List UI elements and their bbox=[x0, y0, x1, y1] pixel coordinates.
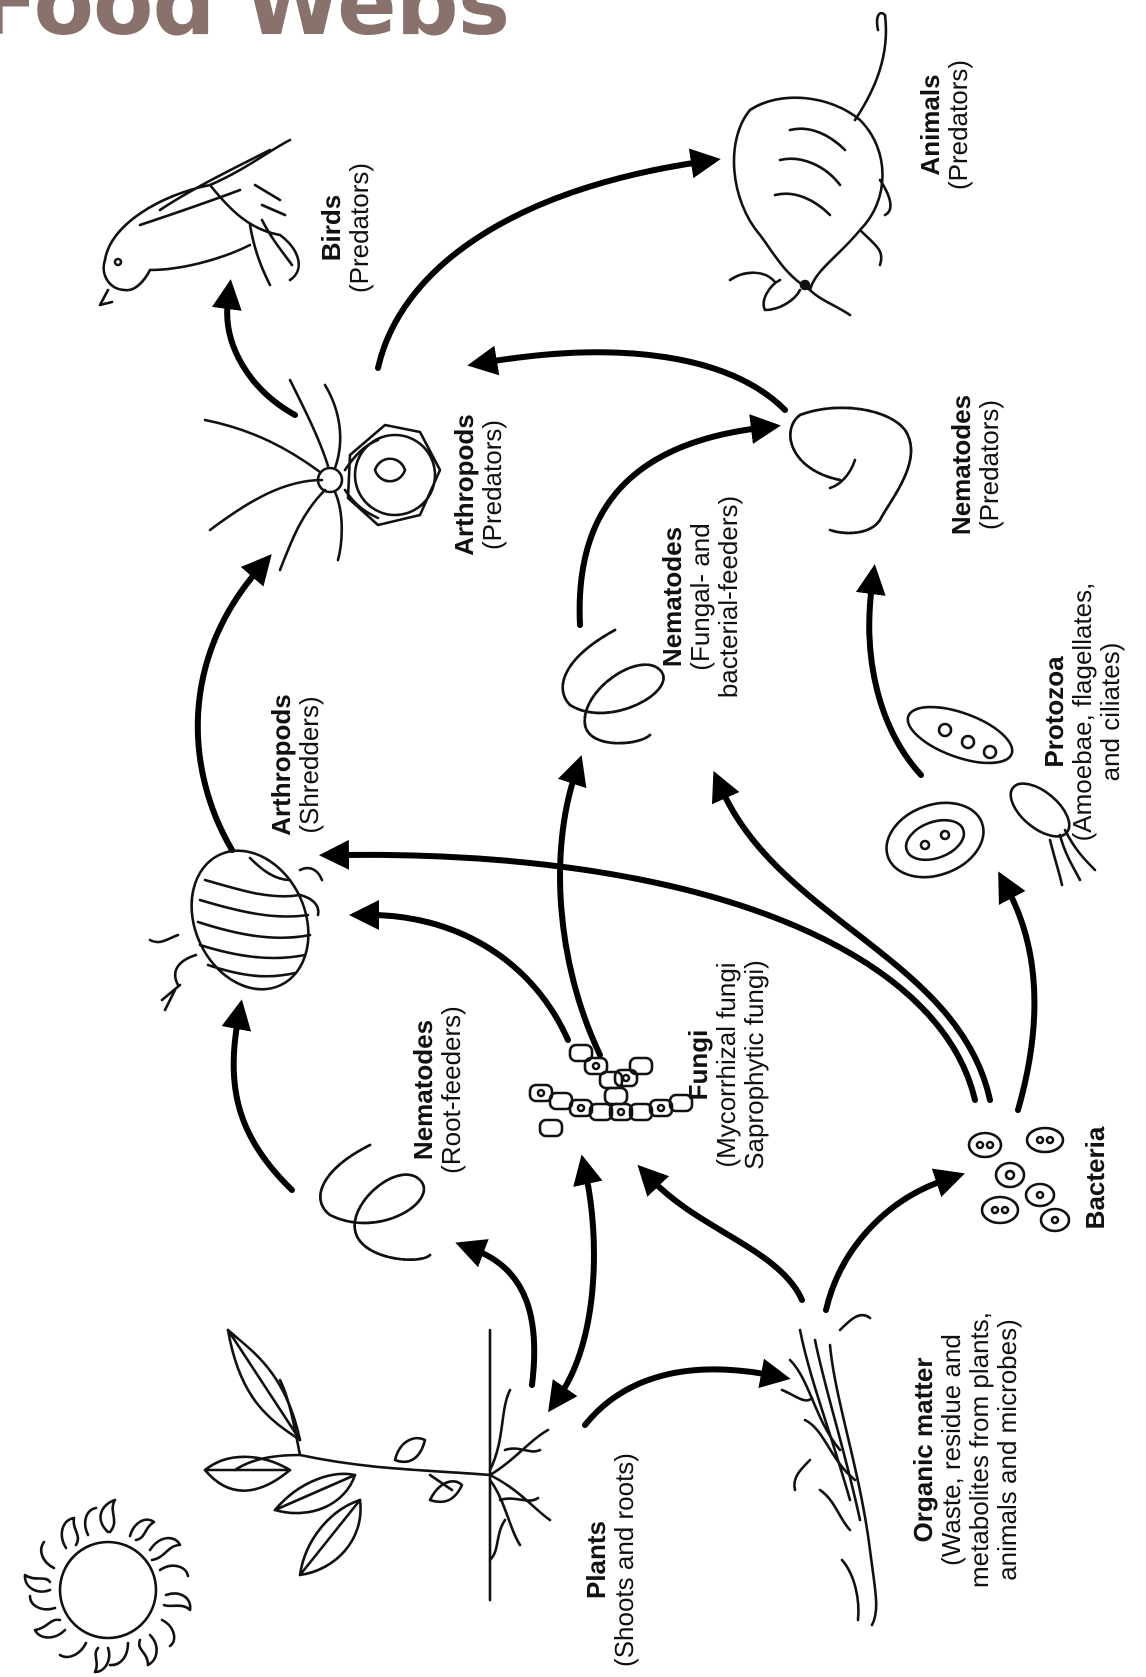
node-nematodes-predators-line-1: (Predators) bbox=[974, 399, 1004, 531]
nematode-root-feeder-icon bbox=[319, 1143, 432, 1261]
bird-icon bbox=[98, 138, 300, 307]
arrow-bacteria-to-protozoa bbox=[998, 871, 1038, 1113]
node-birds-line-1: (Predators) bbox=[344, 162, 374, 294]
arrow-nematodes-fungal-to-predators bbox=[576, 414, 781, 628]
node-organic-matter-line-1: (Waste, residue and bbox=[936, 1334, 966, 1566]
arrow-shredders-to-arthropods-predators bbox=[194, 554, 272, 853]
node-birds-name: Birds bbox=[316, 194, 346, 262]
nematode-fungal-feeder-icon bbox=[561, 628, 665, 745]
plant-icon bbox=[203, 1328, 552, 1602]
node-organic-matter-line-2: metabolites from plants, bbox=[964, 1311, 994, 1589]
arrow-fungi-to-nematodes-fungal bbox=[557, 755, 603, 1058]
arrow-plants-to-nematodes-root bbox=[455, 1239, 538, 1388]
node-fungi-name: Fungi bbox=[683, 1029, 713, 1101]
node-plants-name: Plants bbox=[581, 1520, 611, 1600]
spider-icon bbox=[203, 378, 442, 572]
node-nematodes-predators-name: Nematodes bbox=[946, 394, 976, 536]
bandicoot-icon bbox=[728, 11, 892, 317]
page-title: Food Webs bbox=[0, 0, 510, 55]
arrow-bacteria-to-nematodes-fungal bbox=[711, 770, 993, 1103]
arrow-arthropods-to-birds bbox=[211, 279, 298, 418]
arrow-organic-matter-to-bacteria bbox=[823, 1168, 965, 1313]
node-arthropods-shredders-line-1: (Shredders) bbox=[294, 696, 324, 834]
arrow-nematodes-predators-to-arthropods bbox=[467, 345, 788, 413]
bacteria-icon bbox=[967, 1126, 1071, 1233]
node-nematodes-fungal-line-2: bacterial-feeders) bbox=[713, 495, 743, 699]
arrow-organic-matter-to-fungi bbox=[637, 1164, 805, 1303]
arrow-bacteria-to-shredders bbox=[319, 839, 978, 1103]
arrow-plants-to-organic-matter bbox=[582, 1358, 791, 1428]
arrow-arthropods-to-animals bbox=[375, 148, 721, 371]
node-arthropods-shredders-name: Arthropods bbox=[266, 694, 296, 836]
nematode-predator-icon bbox=[789, 406, 913, 535]
node-arthropods-predators-line-1: (Predators) bbox=[477, 419, 507, 551]
node-nematodes-root-line-1: (Root-feeders) bbox=[436, 1006, 466, 1174]
node-protozoa-name: Protozoa bbox=[1039, 656, 1069, 768]
arrow-fungi-to-shredders bbox=[349, 900, 571, 1043]
node-nematodes-fungal-name: Nematodes bbox=[657, 526, 687, 668]
node-fungi-line-1: (Mycorrhizal fungi bbox=[711, 962, 741, 1168]
node-animals-line-1: (Predators) bbox=[943, 59, 973, 191]
node-organic-matter-line-3: animals and microbes) bbox=[992, 1319, 1022, 1581]
node-protozoa-line-1: (Amoebae, flagellates, bbox=[1067, 582, 1097, 842]
node-organic-matter-name: Organic matter bbox=[908, 1357, 938, 1543]
protozoa-icon bbox=[885, 705, 1097, 887]
illustrations bbox=[23, 11, 1097, 1674]
fungi-icon bbox=[528, 1043, 694, 1138]
node-animals-name: Animals bbox=[915, 74, 945, 176]
arrow-protozoa-to-nematodes-predators bbox=[855, 564, 924, 778]
node-protozoa-line-2: and ciliates) bbox=[1095, 642, 1125, 782]
node-arthropods-predators-name: Arthropods bbox=[449, 414, 479, 556]
arrow-nematodes-root-to-shredders bbox=[221, 999, 295, 1193]
arrows bbox=[194, 148, 1038, 1428]
woodlouse-icon bbox=[148, 849, 324, 1012]
node-nematodes-fungal-line-1: (Fungal- and bbox=[685, 523, 715, 671]
node-plants-line-1: (Shoots and roots) bbox=[609, 1453, 639, 1667]
node-fungi-line-2: Saprophytic fungi) bbox=[739, 960, 769, 1170]
node-nematodes-root-name: Nematodes bbox=[408, 1019, 438, 1161]
sun-icon bbox=[23, 1498, 192, 1674]
arrow-plants-fungi-bidirectional bbox=[548, 1154, 603, 1413]
organic-matter-icon bbox=[780, 1313, 878, 1627]
node-bacteria-name: Bacteria bbox=[1080, 1126, 1110, 1230]
